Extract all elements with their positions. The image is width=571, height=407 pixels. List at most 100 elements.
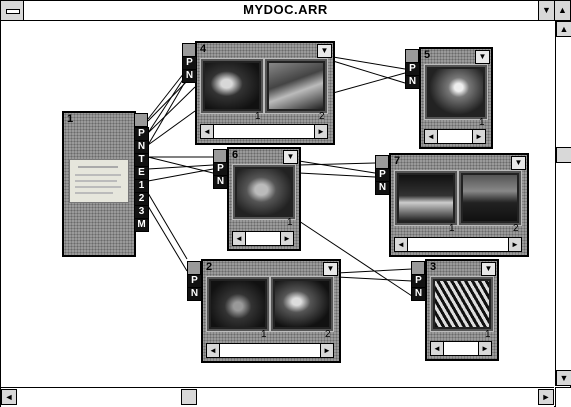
node-scrollbar[interactable]: ◄ ►: [206, 343, 334, 358]
node-number: 2: [206, 261, 213, 273]
scroll-down-icon[interactable]: ▼: [556, 370, 571, 386]
port-tab[interactable]: [405, 49, 419, 63]
frame-number: 1: [287, 217, 293, 228]
scroll-right-icon[interactable]: ►: [320, 344, 333, 357]
node-scrollbar[interactable]: ◄ ►: [232, 231, 294, 246]
port-p[interactable]: P: [411, 274, 426, 288]
title-bar[interactable]: MYDOC.ARR ▼ ▲: [1, 1, 570, 21]
image-thumbnail[interactable]: [430, 276, 494, 332]
port-p[interactable]: P: [134, 127, 149, 141]
dropdown-button[interactable]: ▼: [323, 262, 338, 276]
node-5[interactable]: 5 ▼ 1 ◄ ►: [419, 47, 493, 149]
port-n[interactable]: N: [411, 287, 426, 301]
scroll-right-icon[interactable]: ►: [280, 232, 293, 245]
image-thumbnail[interactable]: [270, 276, 334, 332]
dropdown-button[interactable]: ▼: [317, 44, 332, 58]
port-n[interactable]: N: [182, 69, 197, 83]
image-thumbnail[interactable]: [232, 164, 296, 220]
node-7[interactable]: 7 ▼ 1 2 ◄ ►: [389, 153, 529, 257]
node-number: 5: [424, 49, 431, 61]
text-preview-thumbnail[interactable]: [69, 159, 129, 203]
dropdown-button[interactable]: ▼: [481, 262, 496, 276]
frame-number: 2: [325, 329, 331, 340]
scroll-left-icon[interactable]: ◄: [233, 232, 246, 245]
port-1[interactable]: 1: [134, 179, 149, 193]
scroll-left-icon[interactable]: ◄: [1, 389, 17, 405]
system-menu-icon[interactable]: [1, 1, 24, 20]
port-p[interactable]: P: [187, 274, 202, 288]
node-scrollbar[interactable]: ◄ ►: [394, 237, 522, 252]
horizontal-scrollbar[interactable]: ◄ ►: [1, 387, 554, 407]
frame-number: 1: [485, 329, 491, 340]
image-thumbnail[interactable]: [458, 170, 522, 226]
node-number: 6: [232, 149, 239, 161]
node-1[interactable]: 1: [62, 111, 136, 257]
scroll-left-icon[interactable]: ◄: [395, 238, 408, 251]
port-n[interactable]: N: [375, 181, 390, 195]
node-scrollbar[interactable]: ◄ ►: [424, 129, 486, 144]
node-scrollbar[interactable]: ◄ ►: [200, 124, 328, 139]
node-number: 1: [67, 113, 74, 125]
scroll-left-icon[interactable]: ◄: [425, 130, 438, 143]
size-box: [555, 387, 571, 407]
image-thumbnail[interactable]: [424, 64, 488, 120]
scroll-left-icon[interactable]: ◄: [431, 342, 444, 355]
node-number: 7: [394, 155, 401, 167]
node-3[interactable]: 3 ▼ 1 ◄ ►: [425, 259, 499, 361]
scroll-left-icon[interactable]: ◄: [207, 344, 220, 357]
dropdown-button[interactable]: ▼: [283, 150, 298, 164]
port-t[interactable]: T: [134, 153, 149, 167]
frame-number: 1: [255, 111, 261, 122]
scroll-right-icon[interactable]: ►: [538, 389, 554, 405]
port-tab[interactable]: [375, 155, 389, 169]
maximize-button[interactable]: ▲: [554, 1, 570, 20]
node-4[interactable]: 4 ▼ 1 2 ◄ ►: [195, 41, 335, 145]
dropdown-button[interactable]: ▼: [475, 50, 490, 64]
frame-number: 2: [513, 223, 519, 234]
port-e[interactable]: E: [134, 166, 149, 180]
port-p[interactable]: P: [182, 56, 197, 70]
port-tab[interactable]: [213, 149, 227, 163]
port-tab[interactable]: [187, 261, 201, 275]
port-p[interactable]: P: [375, 168, 390, 182]
frame-number: 1: [449, 223, 455, 234]
node-2[interactable]: 2 ▼ 1 2 ◄ ►: [201, 259, 341, 363]
node-6[interactable]: 6 ▼ 1 ◄ ►: [227, 147, 301, 251]
port-m[interactable]: M: [134, 218, 149, 232]
node-number: 3: [430, 261, 437, 273]
vertical-scrollbar[interactable]: ▲ ▼: [555, 21, 571, 386]
frame-number: 1: [261, 329, 267, 340]
node-scrollbar[interactable]: ◄ ►: [430, 341, 492, 356]
port-2[interactable]: 2: [134, 192, 149, 206]
scroll-left-icon[interactable]: ◄: [201, 125, 214, 138]
vertical-scroll-thumb[interactable]: [556, 147, 571, 163]
scroll-right-icon[interactable]: ►: [508, 238, 521, 251]
connection-lines: [147, 56, 413, 297]
port-p[interactable]: P: [213, 162, 228, 176]
port-n[interactable]: N: [405, 75, 420, 89]
port-tab[interactable]: [134, 113, 148, 127]
image-thumbnail[interactable]: [200, 58, 264, 114]
image-thumbnail[interactable]: [264, 58, 328, 114]
port-n[interactable]: N: [187, 287, 202, 301]
port-3[interactable]: 3: [134, 205, 149, 219]
port-n[interactable]: N: [213, 175, 228, 189]
image-thumbnail[interactable]: [394, 170, 458, 226]
node-number: 4: [200, 43, 207, 55]
scroll-right-icon[interactable]: ►: [314, 125, 327, 138]
scroll-up-icon[interactable]: ▲: [556, 21, 571, 37]
port-p[interactable]: P: [405, 62, 420, 76]
image-thumbnail[interactable]: [206, 276, 270, 332]
port-tab[interactable]: [182, 43, 196, 57]
scroll-right-icon[interactable]: ►: [478, 342, 491, 355]
minimize-button[interactable]: ▼: [538, 1, 554, 20]
port-tab[interactable]: [411, 261, 425, 275]
scroll-right-icon[interactable]: ►: [472, 130, 485, 143]
horizontal-scroll-thumb[interactable]: [181, 389, 197, 405]
canvas[interactable]: 1 P N T E 1 2 3 M 4 ▼ 1 2: [1, 21, 554, 386]
window-title: MYDOC.ARR: [243, 2, 328, 17]
port-n[interactable]: N: [134, 140, 149, 154]
frame-number: 1: [479, 117, 485, 128]
dropdown-button[interactable]: ▼: [511, 156, 526, 170]
